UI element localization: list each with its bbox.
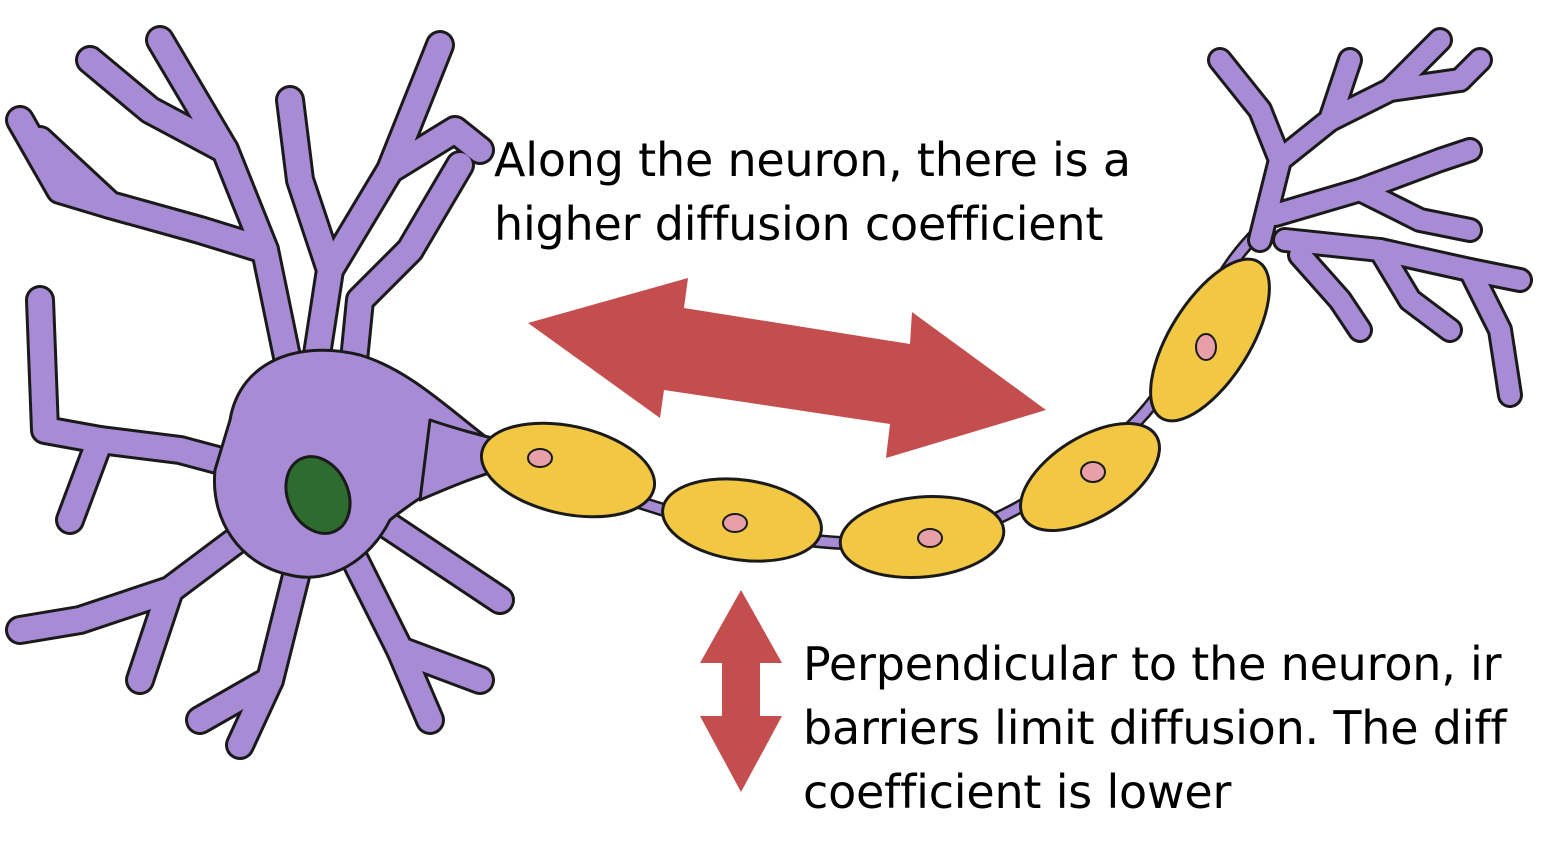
along-neuron-caption: Along the neuron, there is a higher diff… [494, 128, 1131, 256]
along-caption-line-1: Along the neuron, there is a [494, 133, 1131, 187]
along-diffusion-arrow [528, 278, 1046, 458]
schwann-nucleus-5 [1196, 334, 1216, 360]
myelin-segment-1 [473, 409, 663, 532]
along-caption-line-2: higher diffusion coefficient [494, 197, 1103, 251]
perpendicular-caption-line-1: Perpendicular to the neuron, ir [803, 632, 1506, 696]
perpendicular-caption-line-3: coefficient is lower [803, 760, 1506, 824]
cell-body-group [20, 40, 500, 745]
axon-terminals [1220, 40, 1520, 395]
schwann-nucleus-2 [723, 514, 747, 532]
perpendicular-diffusion-arrow [700, 590, 782, 792]
perpendicular-caption-line-2: barriers limit diffusion. The diff [803, 696, 1506, 760]
schwann-nucleus-4 [1081, 462, 1105, 482]
schwann-nucleus-1 [528, 449, 552, 467]
perpendicular-caption: Perpendicular to the neuron, ir barriers… [803, 632, 1506, 824]
schwann-nucleus-3 [918, 529, 942, 547]
